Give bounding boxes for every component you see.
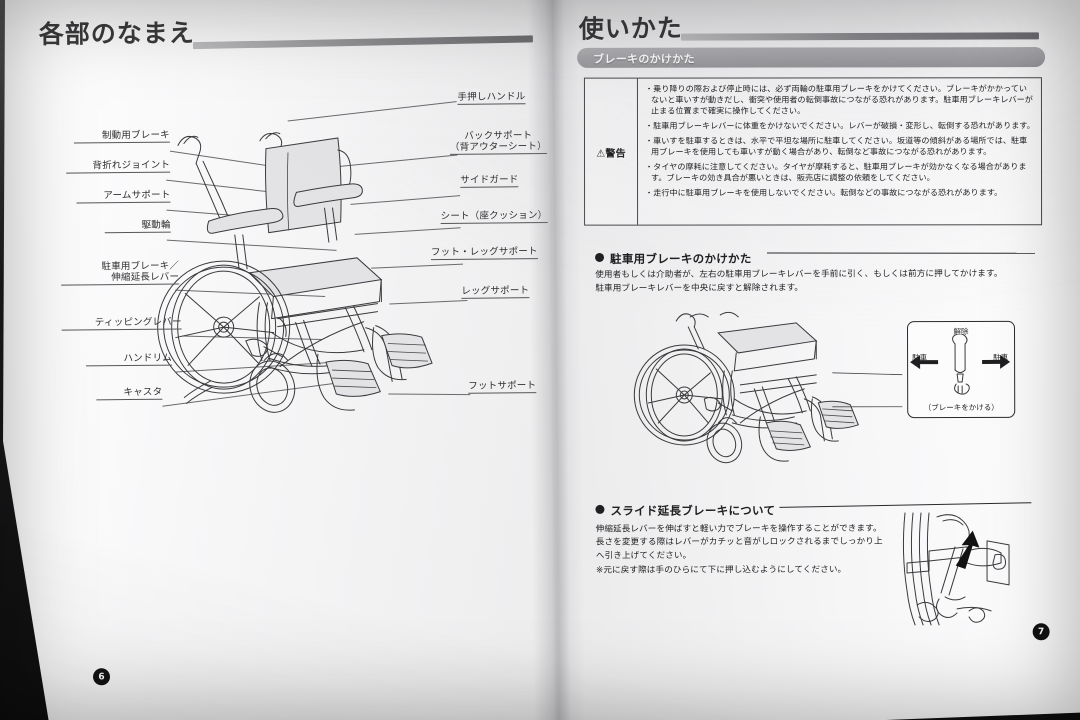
label-hand-rim: ハンドリム [86,353,172,367]
section2-body-line2: 長さを変更する際はレバーがカチッと音がしロックされるまでしっかり上 [595,536,883,548]
label-arm-support: アームサポート [76,190,170,204]
label-side-guard: サイドガード [460,174,519,186]
section2-body-line3: へ引き上げてください。 [595,550,692,562]
warning-item: ・乗り降りの際および停止時には、必ず両輪の駐車用ブレーキをかけてください。ブレー… [644,83,1033,116]
label-drive-wheel: 駆動輪 [105,220,171,234]
label-back-folding-joint: 背折れジョイント [66,160,170,174]
bullet-icon [595,252,605,262]
left-title-rule [193,35,533,49]
label-back-support: バックサポート （背アウターシート） [449,130,547,153]
page-number-left: 6 [93,668,110,685]
warning-label: ⚠警告 [584,78,639,225]
label-parking-brake-lever: 駐車用ブレーキ／ 伸縮延長レバー [61,261,179,286]
section2-body-line4: ※元に戻す際は手のひらにて下に押し込むようにしてください。 [596,565,847,576]
brake-direction-inset: 解除 駐車 駐車 （ブレーキをかける） [906,320,1016,419]
warning-item: ・車いすを駐車するときは、水平で平坦な場所に駐車してください。坂道等の傾斜がある… [644,135,1028,157]
inset-label-apply-brake: （ブレーキをかける） [923,402,999,413]
inset-lever-diagram [910,333,1011,395]
label-caster: キャスタ [96,387,162,401]
label-seat-cushion: シート（座クッション） [440,209,548,223]
left-page-title: 各部のなまえ [38,18,195,49]
warning-item: ・走行中に駐車用ブレーキを使用しないでください。転倒などの事故につながる恐れがあ… [645,187,1003,198]
section-bar-label: ブレーキのかけかた [593,52,695,66]
label-foot-support: フットサポート [468,380,537,392]
section2-body-line1: 伸縮延長レバーを伸ばすと軽い力でブレーキを操作することができます。 [595,523,882,535]
label-push-handle: 手押しハンドル [457,91,526,103]
page-number-right: 7 [1032,623,1050,641]
section-rule [766,252,1035,255]
wheelchair-figure [148,121,481,424]
section-bar-brake: ブレーキのかけかた [577,47,1046,68]
warning-item: ・タイヤの摩耗に注意してください。タイヤが摩耗すると、駐車用ブレーキが効かなくな… [645,161,1027,183]
label-leg-support: レッグサポート [461,285,530,297]
bullet-icon [595,504,605,514]
slide-lever-detail-figure [902,512,1010,626]
label-tipping-lever: ティッピングレバー [62,317,182,331]
label-brake: 制動用ブレーキ [74,130,170,144]
warning-item: ・駐車用ブレーキレバーに体重をかけないでください。レバーが破損・変形し、転倒する… [644,120,1035,131]
section-heading-parking-brake: 駐車用ブレーキのかけかた [595,251,752,267]
wheelchair-figure-brake [633,311,903,464]
label-foot-leg-support: フット・レッグサポート [430,246,538,259]
right-page-title: 使いかた [578,13,683,44]
section1-body-line1: 使用者もしくは介助者が、左右の駐車用ブレーキレバーを手前に引く、もしくは前方に押… [595,269,1003,281]
left-page: 各部のなまえ [0,0,574,720]
warning-body: ・乗り降りの際および停止時には、必ず両輪の駐車用ブレーキをかけてください。ブレー… [638,78,1041,224]
right-title-rule [680,32,1039,41]
leader-line [288,101,457,121]
warning-box: ⚠警告 ・乗り降りの際および停止時には、必ず両輪の駐車用ブレーキをかけてください… [583,77,1043,226]
section1-body-line2: 駐車用ブレーキレバーを中央に戻すと解除されます。 [595,283,804,294]
section-heading-slide-brake: スライド延長ブレーキについて [595,502,775,518]
